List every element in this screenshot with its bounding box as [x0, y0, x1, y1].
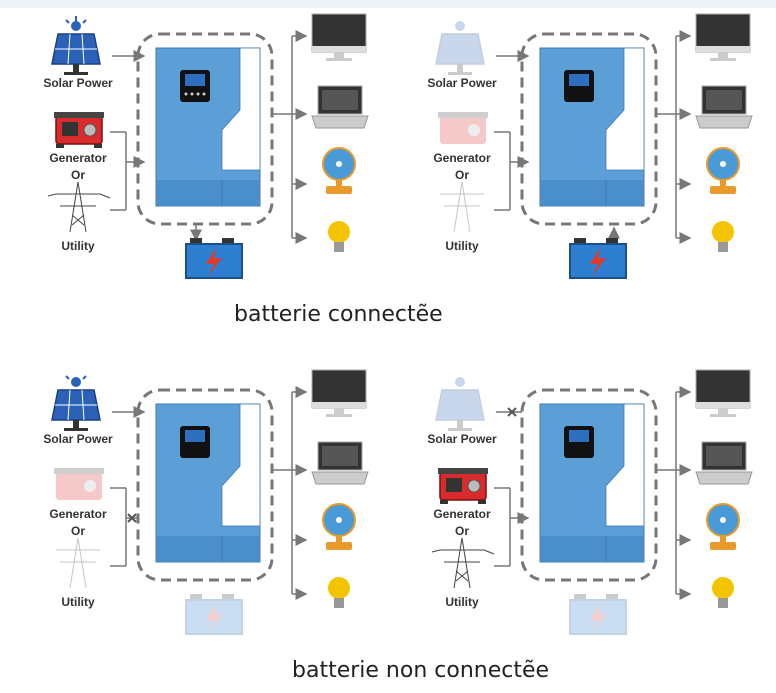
power-tower-icon: [440, 181, 484, 233]
generator-icon: [438, 468, 488, 504]
bulb-icon: [712, 577, 734, 608]
panel-battery-connected-discharge: Solar Power Generator Or Utility: [384, 10, 772, 310]
power-tower-icon: [431, 537, 495, 589]
caption-not-connected: batterie non connectẽe: [292, 658, 550, 683]
battery-icon: [569, 238, 627, 279]
utility-label: Utility: [61, 595, 95, 609]
bulb-icon: [328, 221, 350, 252]
utility-label: Utility: [61, 239, 95, 253]
utility-label: Utility: [445, 595, 479, 609]
battery-icon: [185, 594, 243, 635]
or-label: Or: [70, 524, 85, 538]
fan-icon: [322, 147, 356, 194]
panel-battery-not-connected-solar: Solar Power Generator Or Utility: [0, 366, 388, 666]
blocked-x-icon: [507, 407, 517, 417]
monitor-icon: [311, 369, 367, 417]
or-label: Or: [454, 524, 469, 538]
inverter-icon: [539, 403, 645, 563]
or-label: Or: [454, 168, 469, 182]
generator-icon: [54, 468, 104, 500]
bulb-icon: [328, 577, 350, 608]
generator-label: Generator: [49, 507, 107, 521]
battery-icon: [569, 594, 627, 635]
blocked-x-icon: [127, 513, 137, 523]
inverter-icon: [539, 47, 645, 207]
solar-label: Solar Power: [427, 76, 497, 90]
generator-icon: [54, 112, 104, 148]
laptop-icon: [311, 85, 369, 129]
panel-battery-connected-solar-grid: Solar Power Generator Or Utility: [0, 10, 388, 310]
power-tower-icon: [47, 181, 111, 233]
laptop-icon: [695, 85, 753, 129]
utility-label: Utility: [445, 239, 479, 253]
laptop-icon: [695, 441, 753, 485]
fan-icon: [322, 503, 356, 550]
solar-label: Solar Power: [43, 432, 113, 446]
monitor-icon: [311, 13, 367, 61]
monitor-icon: [695, 369, 751, 417]
solar-label: Solar Power: [43, 76, 113, 90]
generator-label: Generator: [433, 507, 491, 521]
inverter-icon: [155, 403, 261, 563]
inverter-dashed-border: [136, 32, 274, 226]
inverter-icon: [155, 47, 261, 207]
top-bar: [0, 0, 776, 8]
solar-panel-icon: [51, 16, 101, 75]
laptop-icon: [311, 441, 369, 485]
caption-connected: batterie connectẽe: [234, 302, 443, 327]
monitor-icon: [695, 13, 751, 61]
solar-panel-icon: [51, 375, 101, 431]
fan-icon: [706, 147, 740, 194]
or-label: Or: [70, 168, 85, 182]
generator-icon: [438, 112, 488, 144]
battery-icon: [185, 238, 243, 279]
power-tower-icon: [56, 537, 100, 589]
solar-panel-icon: [435, 21, 485, 75]
fan-icon: [706, 503, 740, 550]
solar-label: Solar Power: [427, 432, 497, 446]
panel-battery-not-connected-grid: Solar Power Generator Or Utility: [384, 366, 772, 666]
generator-label: Generator: [49, 151, 107, 165]
generator-label: Generator: [433, 151, 491, 165]
solar-panel-icon: [435, 377, 485, 431]
bulb-icon: [712, 221, 734, 252]
